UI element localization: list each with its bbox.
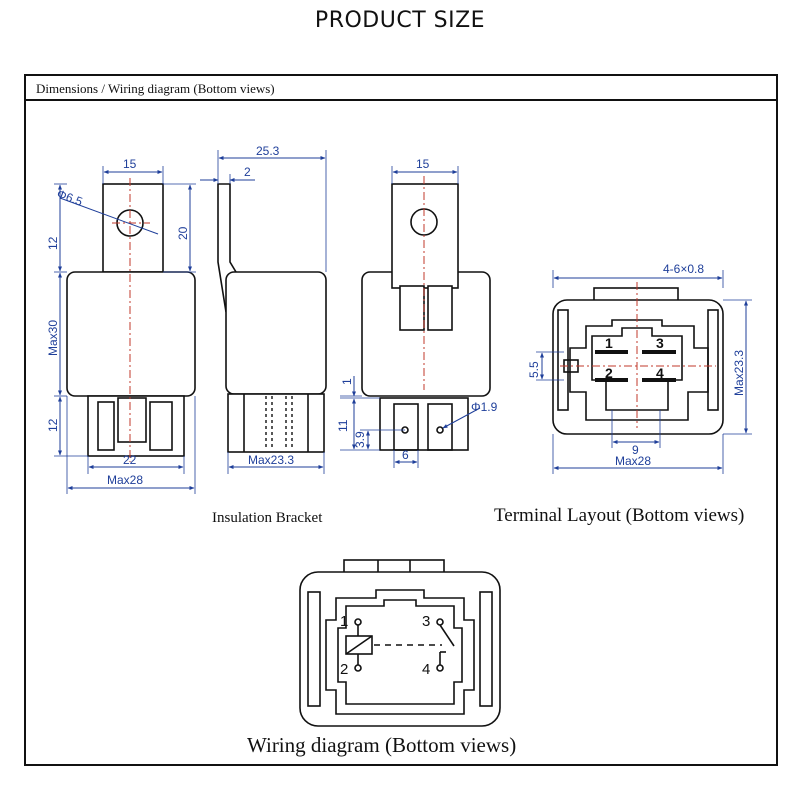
dim-overall-width: Max28: [107, 473, 143, 487]
side-relay-body: [225, 271, 327, 395]
switch-contact-icon: [439, 624, 455, 647]
dim-rear-gap: 1: [340, 378, 354, 385]
wiring-housing: [299, 571, 501, 727]
dim-terminal-depth: Max23.3: [732, 350, 746, 396]
dim-terminal-size: 4-6×0.8: [663, 262, 704, 276]
wiring-cavity-outline: [325, 589, 475, 715]
front-view: 15 Φ6.5 20 12 Max30 12 22 Max28: [46, 157, 196, 494]
wiring-pin-4: 4: [422, 661, 430, 678]
terminal-pin-4: 4: [656, 365, 664, 381]
dim-tab-height: 20: [176, 226, 190, 240]
side-base: [227, 393, 325, 453]
terminal-pin-2: 2: [605, 365, 613, 381]
dim-rear-pin-hole-pos: 3.9: [353, 431, 367, 448]
dim-terminal-spacing-h: 9: [632, 443, 639, 457]
dim-terminal-spacing-v: 5.5: [527, 361, 541, 378]
rear-mount-tab: [391, 183, 459, 289]
front-base: [87, 395, 185, 457]
wiring-diagram: 1 3 2 4: [299, 559, 501, 727]
dim-rear-pin-width: 6: [402, 448, 409, 462]
dim-hole: Φ6.5: [55, 187, 85, 209]
dim-rear-pin-hole: Φ1.9: [471, 400, 498, 414]
dim-side-tab-offset: 2: [244, 165, 251, 179]
dim-rear-width-top: 15: [416, 157, 430, 171]
wiring-pin-3: 3: [422, 613, 430, 630]
dim-terminal-width: Max28: [615, 454, 651, 468]
terminal-pin-1: 1: [605, 335, 613, 351]
caption-insulation-bracket: Insulation Bracket: [212, 510, 323, 526]
dim-side-overall: 25.3: [256, 144, 280, 158]
caption-terminal-layout: Terminal Layout (Bottom views): [494, 505, 745, 526]
dim-rear-pin-length: 11: [336, 419, 350, 432]
wiring-pin-1: 1: [340, 613, 348, 630]
terminal-cavity-outline: [569, 319, 709, 421]
dim-left-bottom: 12: [46, 418, 60, 432]
page-title: PRODUCT SIZE: [314, 8, 486, 33]
caption-wiring-diagram: Wiring diagram (Bottom views): [247, 733, 517, 757]
front-mount-tab: [102, 183, 164, 273]
header-bar: [24, 74, 778, 101]
dim-side-depth: Max23.3: [248, 453, 294, 467]
front-relay-body: [66, 271, 196, 397]
side-view: 25.3 2 Max23.3: [200, 144, 327, 474]
dim-body-height: Max30: [46, 320, 60, 356]
wiring-pin-2: 2: [340, 661, 348, 678]
dim-front-width-top: 15: [123, 157, 137, 171]
terminal-pin-3: 3: [656, 335, 664, 351]
rear-view: 15 1 11 3.9 Φ1.9 6: [336, 157, 498, 468]
terminal-housing: [552, 299, 724, 435]
rear-relay-body: [361, 271, 491, 397]
dim-base-width: 22: [123, 453, 137, 467]
dim-left-top: 12: [46, 236, 60, 250]
terminal-layout: 1 3 2 4 4-6×0.8 Max23.3 5.5 9 Max28: [527, 262, 752, 474]
header-text: Dimensions / Wiring diagram (Bottom view…: [36, 81, 275, 96]
